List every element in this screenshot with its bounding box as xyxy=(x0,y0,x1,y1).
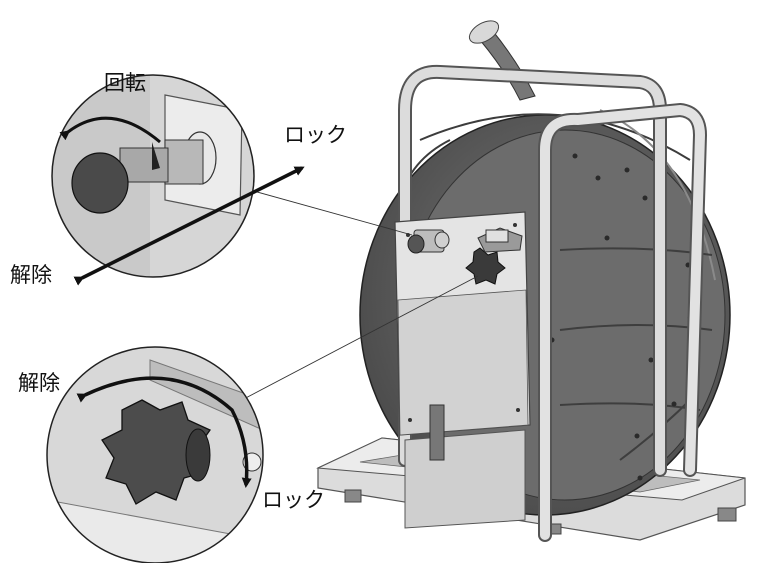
leader-line-bottom xyxy=(237,275,479,403)
side-plate xyxy=(394,211,531,529)
label-release-top: 解除 xyxy=(10,263,52,287)
latch xyxy=(477,227,523,253)
label-lock-top: ロック xyxy=(284,123,347,147)
zoom-circle-bottom xyxy=(46,346,264,563)
zoom-circle-top xyxy=(51,74,255,278)
label-lock-bottom: ロック xyxy=(262,488,325,512)
lock-release-arrow xyxy=(73,166,305,286)
star-knob xyxy=(465,247,506,285)
label-release-bottom: 解除 xyxy=(18,371,60,395)
rotate-arrow xyxy=(59,116,161,144)
cable-reel xyxy=(316,20,746,542)
cable-nozzle xyxy=(468,20,536,101)
knob-rotate-arrow xyxy=(76,376,252,488)
lock-pin xyxy=(407,229,450,254)
label-rotate: 回転 xyxy=(104,71,146,95)
tube-frame xyxy=(398,64,708,542)
